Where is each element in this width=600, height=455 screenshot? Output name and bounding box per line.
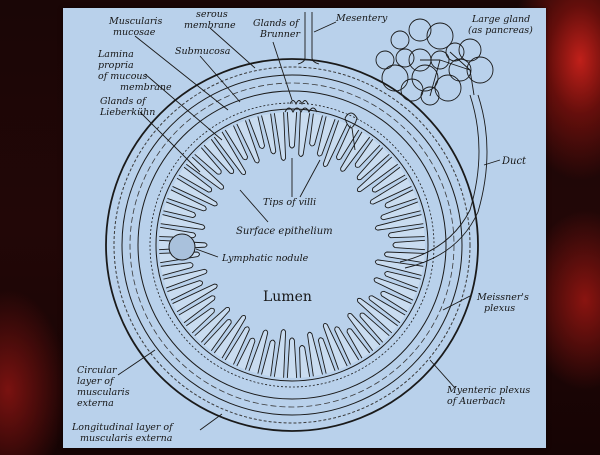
label-serous-membrane: serous membrane [184,9,236,31]
villus [287,112,296,148]
label-circular-layer: Circular layer of muscularis externa [77,365,133,409]
gland-lobule [396,49,414,67]
leader-glands-of-lieberkuhn [140,112,200,172]
label-glands-of-lieberkuhn: Glands of Lieberkühn [99,96,155,118]
label-lymphatic-nodule: Lymphatic nodule [221,253,309,264]
villus [375,260,423,276]
label-mesentery: Mesentery [335,13,388,24]
label-duct: Duct [501,156,527,167]
leader-myenteric-plexus [430,360,455,388]
villus [274,330,285,378]
gland-lobule [459,39,481,61]
label-tips-of-villi: Tips of villi [263,197,316,208]
gland-lobule [409,19,431,41]
label-glands-of-brunner: Glands of Brunner [253,18,302,40]
label-surface-epithelium: Surface epithelium [236,226,333,237]
villus [274,112,285,160]
gland-duct-branches [420,52,474,96]
label-lamina-propria: Lamina propria of mucous membrane [97,49,172,93]
leader-meissners-plexus [443,296,470,310]
leader-submucosa [200,56,240,102]
leader-mesentery [314,22,336,32]
gland-lobule [376,51,394,69]
villus [287,338,296,378]
label-meissners-plexus: Meissner's plexus [476,292,532,314]
leader-tips-of-villi-b [300,160,320,197]
gland-lobule [412,65,438,91]
label-myenteric-plexus: Myenteric plexus of Auerbach [446,385,533,407]
label-muscularis-mucosae: Muscularis mucosae [108,16,165,38]
leader-longitudinal-layer [200,414,222,430]
gland-lobule [449,59,471,81]
villus [299,112,310,156]
gland-lobule [391,31,409,49]
lymphatic-nodule-shape [169,234,195,260]
villi-ring [159,112,425,378]
label-lumen: Lumen [263,289,312,305]
label-longitudinal-layer: Longitudinal layer of muscularis externa [71,422,176,444]
villus [389,227,425,237]
villus [161,215,205,230]
label-submucosa: Submucosa [175,46,231,57]
label-large-gland: Large gland (as pancreas) [468,14,533,36]
villus [300,345,310,377]
villus [393,240,425,249]
leader-circular-layer [118,350,155,375]
